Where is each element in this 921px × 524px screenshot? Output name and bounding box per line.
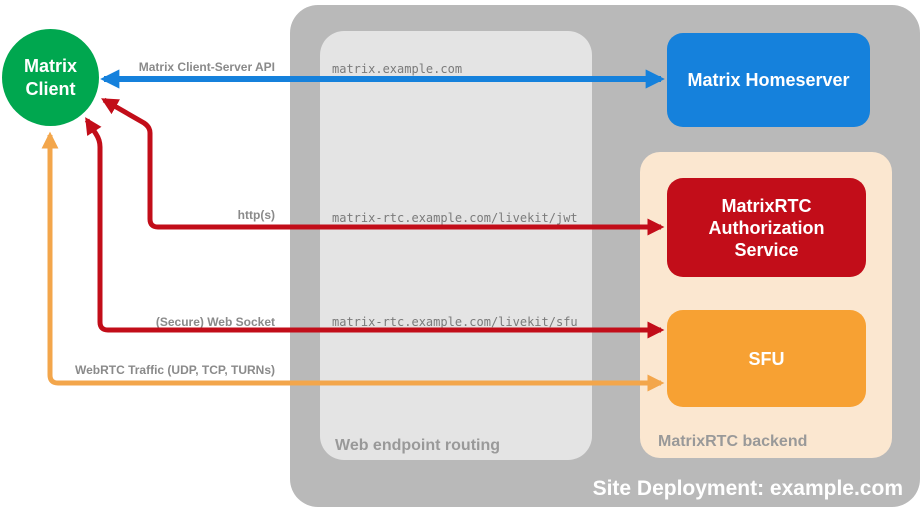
- web-endpoint-routing-container: [320, 31, 592, 460]
- matrixrtc-backend-label: MatrixRTC backend: [658, 433, 808, 450]
- edge-label-client-server-api: Matrix Client-Server API: [138, 60, 275, 74]
- sfu-node: SFU: [667, 310, 866, 407]
- route-label-livekit-jwt: matrix-rtc.example.com/livekit/jwt: [332, 211, 578, 225]
- edge-label-https: http(s): [237, 208, 275, 222]
- matrix-client-label: Matrix Client: [23, 55, 77, 99]
- matrix-homeserver-label: Matrix Homeserver: [687, 70, 850, 90]
- sfu-label: SFU: [748, 348, 785, 369]
- matrix-homeserver-node: Matrix Homeserver: [667, 33, 870, 127]
- matrixrtc-authorization-service-node: MatrixRTC Authorization Service: [667, 178, 866, 277]
- edge-label-webrtc-traffic: WebRTC Traffic (UDP, TCP, TURNs): [74, 363, 275, 377]
- site-deployment-label: Site Deployment: example.com: [592, 477, 903, 500]
- matrix-client-node: Matrix Client: [2, 29, 99, 126]
- matrixrtc-authorization-service-label: MatrixRTC Authorization Service: [708, 195, 825, 260]
- web-endpoint-routing-label: Web endpoint routing: [335, 437, 501, 454]
- route-label-matrix-example-com: matrix.example.com: [332, 62, 463, 76]
- route-label-livekit-sfu: matrix-rtc.example.com/livekit/sfu: [332, 315, 578, 329]
- edge-label-web-socket: (Secure) Web Socket: [155, 315, 275, 329]
